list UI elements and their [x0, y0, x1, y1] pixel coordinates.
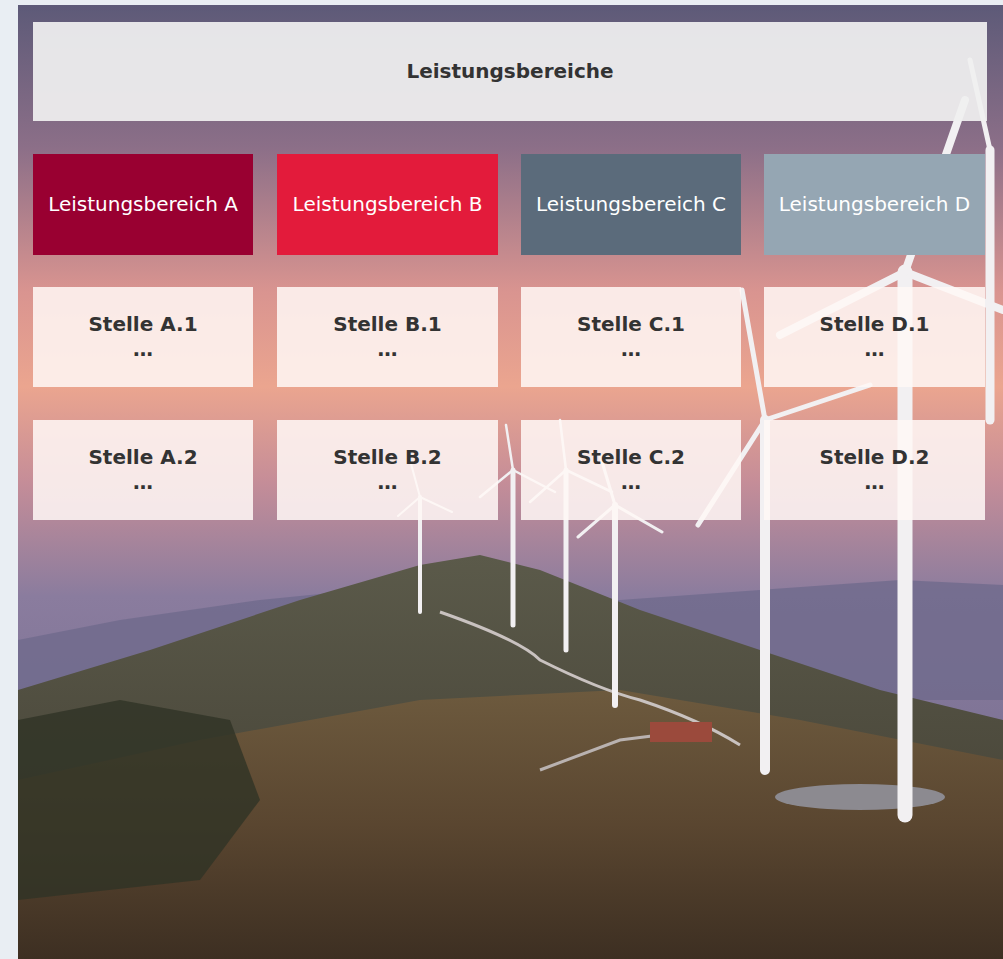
area-header: Leistungsbereich B — [277, 154, 498, 255]
box-label: Leistungsbereich C — [536, 192, 726, 217]
farmhouse — [650, 722, 712, 742]
foreground-slope — [18, 690, 1003, 959]
box-label: Leistungsbereich A — [48, 192, 238, 217]
turbine-blade — [506, 425, 513, 470]
box-detail: … — [133, 470, 153, 495]
position-box: Stelle D.2… — [764, 420, 985, 520]
box-label: Stelle A.2 — [88, 445, 197, 470]
area-header: Leistungsbereich A — [33, 154, 253, 255]
forest — [18, 700, 260, 900]
box-label: Stelle C.2 — [577, 445, 685, 470]
box-detail: … — [621, 337, 641, 362]
box-detail: … — [621, 470, 641, 495]
box-label: Stelle B.1 — [333, 312, 442, 337]
box-detail: … — [378, 337, 398, 362]
box-label: Stelle D.1 — [820, 312, 930, 337]
position-box: Stelle A.2… — [33, 420, 253, 520]
box-detail: … — [865, 337, 885, 362]
position-box: Stelle B.1… — [277, 287, 498, 387]
position-box: Stelle B.2… — [277, 420, 498, 520]
position-box: Stelle C.2… — [521, 420, 741, 520]
header-banner: Leistungsbereiche — [33, 22, 987, 121]
box-label: Stelle A.1 — [88, 312, 197, 337]
area-header: Leistungsbereich C — [521, 154, 741, 255]
position-box: Stelle C.1… — [521, 287, 741, 387]
area-header: Leistungsbereich D — [764, 154, 985, 255]
box-label: Stelle D.2 — [820, 445, 930, 470]
box-label: Leistungsbereich D — [779, 192, 970, 217]
box-detail: … — [133, 337, 153, 362]
box-label: Leistungsbereiche — [406, 59, 613, 84]
turbine-blade — [765, 385, 870, 420]
box-label: Stelle B.2 — [333, 445, 442, 470]
box-label: Stelle C.1 — [577, 312, 685, 337]
turbine-tower — [612, 505, 618, 705]
turbine-tower — [511, 470, 516, 625]
box-label: Leistungsbereich B — [293, 192, 483, 217]
turbine-blade — [742, 290, 765, 420]
box-detail: … — [378, 470, 398, 495]
position-box: Stelle D.1… — [764, 287, 985, 387]
gravel-pad — [775, 784, 945, 810]
turbine-tower — [986, 150, 995, 420]
box-detail: … — [865, 470, 885, 495]
path — [440, 612, 740, 745]
position-box: Stelle A.1… — [33, 287, 253, 387]
sky — [18, 5, 1003, 959]
